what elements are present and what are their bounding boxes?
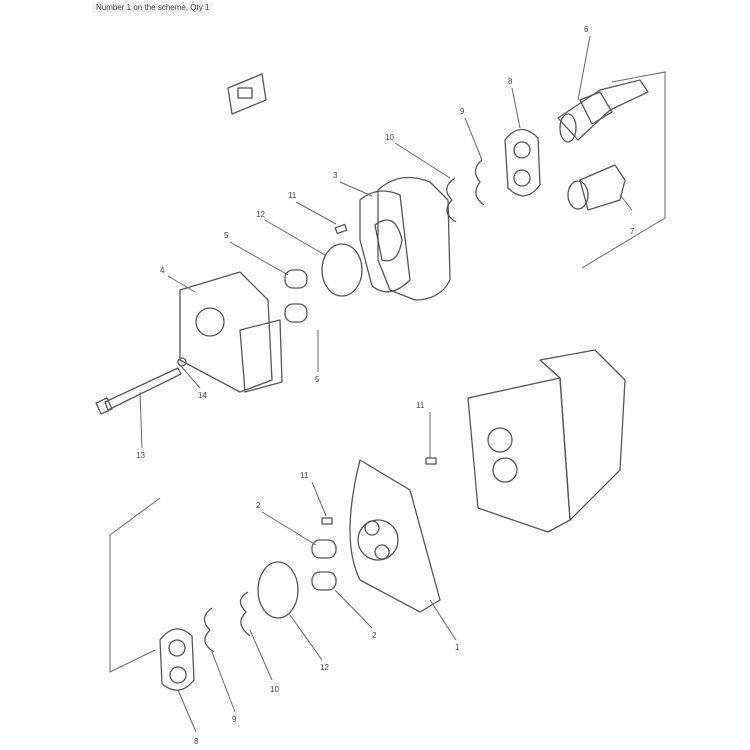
- callout-2-lower: 2: [372, 631, 377, 640]
- flange-body-part: [349, 459, 441, 613]
- driven-gear-part: [567, 164, 626, 211]
- bushing-part-2: [311, 539, 337, 591]
- callout-9-lower: 9: [232, 715, 237, 724]
- callout-10: 10: [385, 133, 394, 142]
- callout-7: 7: [630, 227, 635, 236]
- washer-part: [177, 357, 187, 367]
- seal-ring-part-2: [239, 591, 251, 637]
- seal-ring-part: [446, 177, 457, 223]
- callout-1: 1: [455, 643, 460, 652]
- wear-plate-part-2: [159, 628, 195, 691]
- callout-2: 2: [256, 501, 261, 510]
- backup-ring-part-2: [203, 607, 215, 653]
- callout-13: 13: [136, 451, 145, 460]
- callout-11-lower: 11: [300, 471, 309, 480]
- pump-housing-part: [467, 349, 626, 533]
- callout-12-lower: 12: [320, 663, 329, 672]
- dowel-pin-part-2: [425, 457, 437, 465]
- callout-3: 3: [333, 171, 338, 180]
- callout-12: 12: [256, 210, 265, 219]
- callout-11-right: 11: [416, 401, 425, 410]
- dowel-pin-part: [334, 223, 348, 235]
- dowel-pin-part-3: [321, 517, 333, 525]
- bolt-part: [95, 367, 182, 415]
- callout-14: 14: [198, 391, 207, 400]
- wear-plate-part: [504, 128, 541, 197]
- callout-6: 6: [584, 25, 589, 34]
- drive-shaft-part: [557, 79, 649, 143]
- leader-lines: [139, 35, 591, 733]
- o-ring-part: [321, 243, 363, 297]
- callout-4: 4: [160, 266, 165, 275]
- callout-11: 11: [288, 191, 297, 200]
- callout-5: 5: [224, 231, 229, 240]
- callout-8: 8: [508, 77, 513, 86]
- callout-8-lower: 8: [194, 737, 199, 746]
- end-cover-part: [179, 271, 283, 393]
- diagram-caption: Number 1 on the scheme, Qty 1: [92, 2, 214, 13]
- gear-housing-part: [359, 176, 451, 301]
- o-ring-part-2: [257, 561, 299, 619]
- callout-9: 9: [460, 107, 465, 116]
- nameplate-part: [227, 73, 267, 115]
- callout-10-lower: 10: [270, 685, 279, 694]
- backup-ring-part: [474, 159, 485, 206]
- bushing-part: [284, 269, 308, 323]
- callout-5-lower: 5: [315, 375, 320, 384]
